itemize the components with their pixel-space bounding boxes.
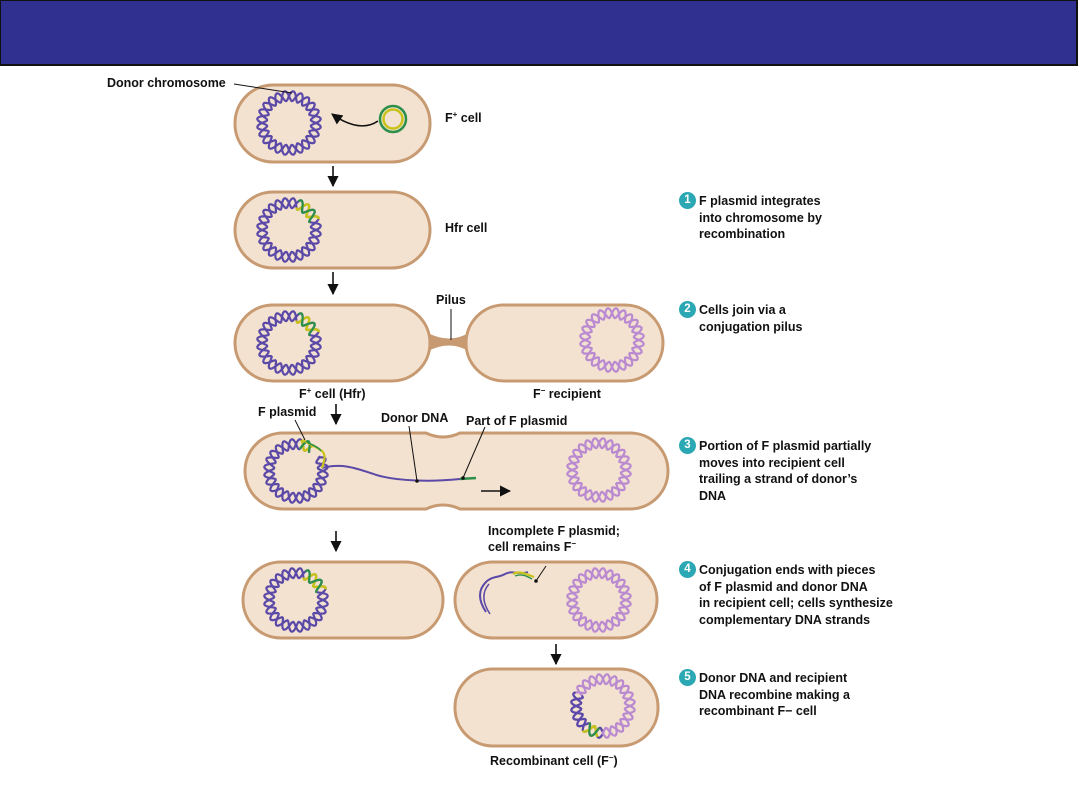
dna-strand: [566, 437, 632, 503]
hfr-donor-cell: [233, 303, 432, 383]
donor-cell-after: [241, 560, 445, 640]
step-4-badge: 4: [679, 561, 696, 578]
recipient-chromosome-2: [566, 437, 632, 503]
step-4-text: Conjugation ends with pieces of F plasmi…: [699, 563, 893, 627]
label-donor-dna: Donor DNA: [381, 411, 449, 425]
conjugating-cells: [243, 431, 670, 511]
recombinant-cell: [453, 667, 660, 748]
transferred-donor-dna-2: [483, 583, 491, 615]
dna-strand: [263, 438, 329, 504]
recombinant-chromosome: [570, 673, 636, 739]
label-f-minus-recipient: F− recipient: [533, 385, 601, 401]
step-3-badge: 3: [679, 437, 696, 454]
step-2-badge: 2: [679, 301, 696, 318]
label-hfr-cell: Hfr cell: [445, 221, 488, 235]
hfr-chromosome: [256, 197, 322, 263]
pilus: [426, 332, 470, 352]
dna-strand: [263, 438, 329, 504]
f-plasmid-ring-outer: [378, 104, 408, 134]
label-part-of-f-plasmid: Part of F plasmid: [466, 414, 568, 428]
label-recombinant-cell: Recombinant cell (F−): [490, 752, 618, 768]
donor-chromosome: [256, 90, 322, 156]
dna-strand: [588, 722, 600, 737]
label-cell-remains: cell remains F−: [488, 538, 577, 554]
f-plasmid-leading-green: [305, 440, 322, 452]
recipient-chromosome-after: [566, 567, 632, 633]
integration-arrow: [331, 113, 379, 127]
transferred-f-plasmid-green: [514, 574, 533, 580]
part-of-f-plasmid-leader: [462, 426, 486, 479]
f-plasmid-ring-inner: [382, 108, 404, 130]
step-2-text: Cells join via a conjugation pilus: [699, 303, 803, 334]
hfr-chromosome-2: [256, 310, 322, 376]
step-3-text: Portion of F plasmid partially moves int…: [699, 439, 872, 503]
label-f-plus-cell: F+ cell: [445, 109, 482, 125]
step-1-text: F plasmid integrates into chromosome by …: [699, 194, 822, 241]
hfr-cell: [233, 190, 432, 270]
step-5-badge: 5: [679, 669, 696, 686]
donor-dna-leader: [408, 425, 418, 482]
recipient-chromosome: [579, 307, 645, 373]
dna-strand: [299, 440, 311, 453]
incomplete-dot: [534, 579, 538, 583]
recipient-cell-after: [453, 560, 659, 640]
label-donor-chromosome: Donor chromosome: [107, 76, 226, 90]
dna-strand: [304, 569, 323, 594]
part-of-f-plasmid-dot: [461, 476, 465, 480]
step-1-badge: 1: [679, 192, 696, 209]
label-f-plasmid: F plasmid: [258, 405, 317, 419]
transferred-f-plasmid: [512, 571, 535, 579]
label-f-plus-cell-hfr: F+ cell (Hfr): [299, 385, 366, 401]
donor-chromosome-transfer: [263, 438, 329, 504]
dna-strand: [566, 567, 632, 633]
donor-chromosome-leader: [233, 83, 293, 94]
dna-strand: [579, 307, 645, 373]
incomplete-leader: [535, 565, 547, 582]
dna-strand: [297, 312, 316, 337]
label-incomplete-f-plasmid: Incomplete F plasmid;: [488, 524, 620, 538]
f-plasmid-leader: [294, 419, 306, 441]
step-5-text: Donor DNA and recipient DNA recombine ma…: [699, 671, 850, 718]
dna-strand: [256, 90, 322, 156]
dna-strand: [297, 199, 316, 224]
donor-chromosome-after: [263, 567, 329, 633]
label-pilus: Pilus: [436, 293, 466, 307]
donor-dna-strand: [321, 464, 461, 482]
donor-dna-dot: [415, 479, 419, 483]
title-bar: [0, 0, 1078, 66]
